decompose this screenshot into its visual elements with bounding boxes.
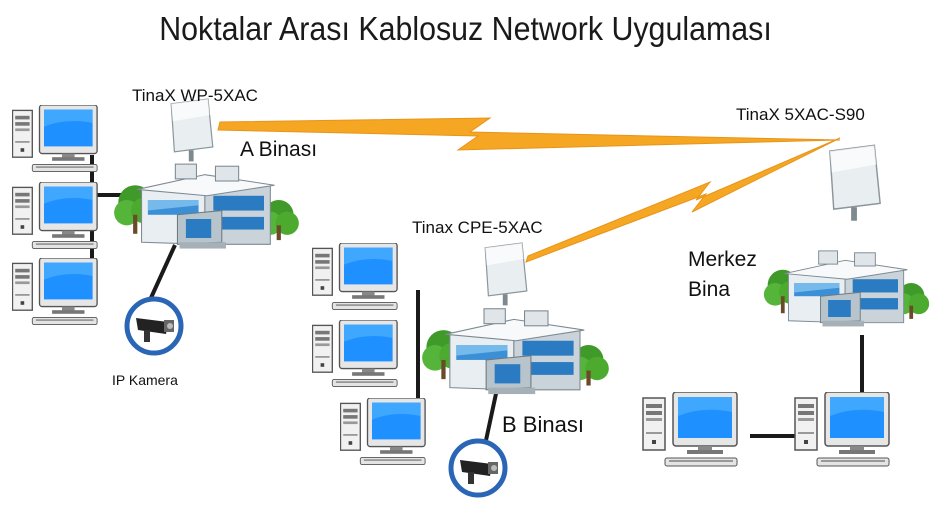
computer-icon	[12, 258, 98, 326]
antenna-icon	[828, 144, 882, 222]
building-label-center-line1: Merkez	[688, 248, 757, 271]
building-label-b: B Binası	[502, 412, 584, 437]
wireless-link-icon	[525, 137, 841, 263]
computer-icon	[12, 182, 98, 250]
building-icon	[763, 250, 930, 327]
diagram-title: Noktalar Arası Kablosuz Network Uygulama…	[159, 10, 772, 47]
computer-icon	[642, 392, 738, 467]
device-label-b: Tinax CPE-5XAC	[412, 218, 543, 237]
computer-icon	[794, 392, 890, 467]
building-label-center-line2: Bina	[688, 278, 731, 301]
building-icon	[113, 163, 300, 250]
camera-label-a: IP Kamera	[112, 372, 178, 388]
building-label-a: A Binası	[240, 138, 318, 161]
computer-icon	[340, 398, 426, 466]
device-label-a: TinaX WP-5XAC	[132, 86, 258, 105]
antenna-icon	[484, 242, 528, 307]
computer-icon	[312, 320, 398, 388]
device-label-center: TinaX 5XAC-S90	[736, 105, 865, 124]
antenna-icon	[170, 98, 214, 163]
ip-camera-icon	[451, 441, 505, 495]
ip-camera-icon	[127, 299, 181, 353]
computer-icon	[312, 243, 398, 311]
computer-icon	[12, 105, 98, 173]
wireless-link-icon	[217, 117, 841, 151]
building-icon	[421, 308, 610, 395]
